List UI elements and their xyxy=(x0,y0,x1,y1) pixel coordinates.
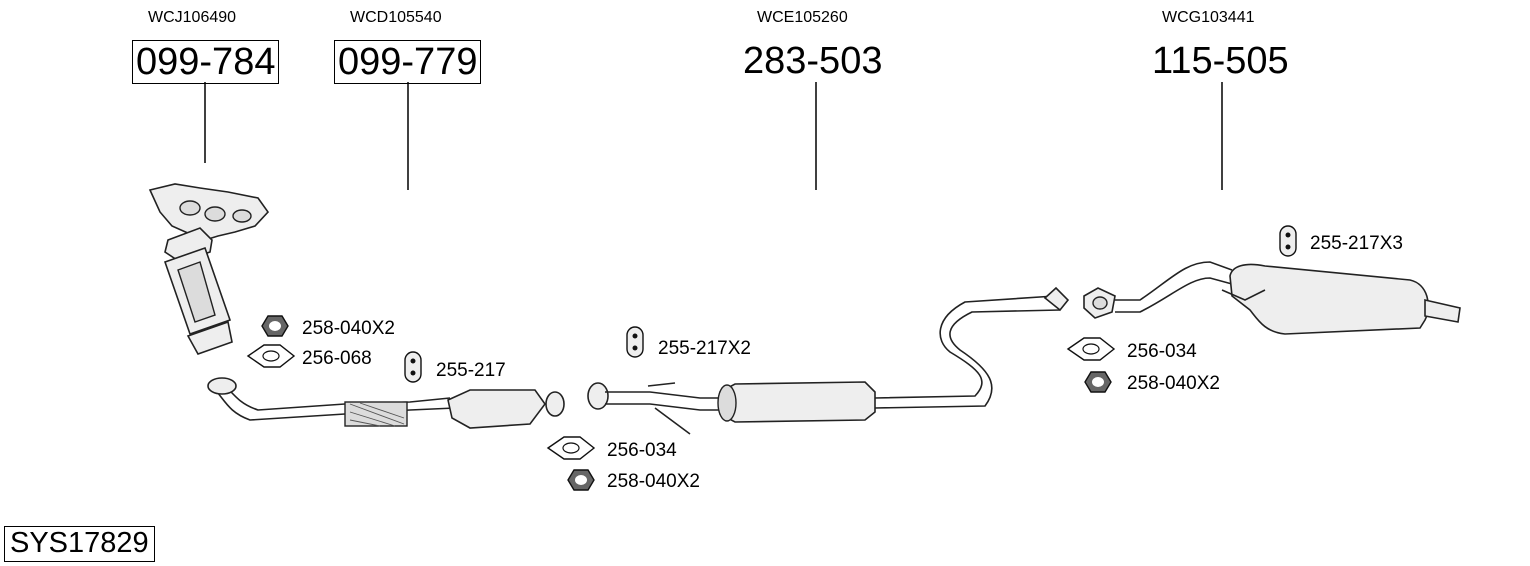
part-ref-code: WCD105540 xyxy=(350,9,442,26)
system-id-box: SYS17829 xyxy=(4,526,155,562)
part-number[interactable]: 115-505 xyxy=(1152,40,1289,82)
part-ref-code: WCG103441 xyxy=(1162,9,1255,26)
rubber-hanger-icon-mid xyxy=(626,326,644,358)
gasket-icon-rear xyxy=(1066,337,1116,361)
rear-silencer-drawing xyxy=(1083,261,1461,335)
hardware-label-nut-mid[interactable]: 258-040X2 xyxy=(607,471,700,492)
hardware-label-nut-front[interactable]: 258-040X2 xyxy=(302,318,395,339)
hardware-label-gasket-rear[interactable]: 256-034 xyxy=(1127,341,1197,362)
part-number-box[interactable]: 099-779 xyxy=(334,40,482,84)
hardware-label-hanger-front[interactable]: 255-217 xyxy=(436,360,506,381)
hardware-label-hanger-rear[interactable]: 255-217X3 xyxy=(1310,233,1403,254)
rubber-hanger-icon-rear xyxy=(1279,225,1297,257)
hex-nut-icon-mid xyxy=(567,469,595,491)
rubber-hanger-icon-front xyxy=(404,351,422,383)
part-ref-code: WCE105260 xyxy=(757,9,848,26)
hardware-label-hanger-mid[interactable]: 255-217X2 xyxy=(658,338,751,359)
front-pipe-drawing xyxy=(207,377,565,429)
gasket-icon-mid xyxy=(546,436,596,460)
hardware-label-nut-rear[interactable]: 258-040X2 xyxy=(1127,373,1220,394)
part-ref-code: WCJ106490 xyxy=(148,9,237,26)
hardware-label-gasket-front[interactable]: 256-068 xyxy=(302,348,372,369)
part-number[interactable]: 283-503 xyxy=(743,40,883,82)
hex-nut-icon-rear xyxy=(1084,371,1112,393)
part-number-box[interactable]: 099-784 xyxy=(132,40,280,84)
hex-nut-icon-front xyxy=(261,315,289,337)
hardware-label-gasket-mid[interactable]: 256-034 xyxy=(607,440,677,461)
gasket-icon-front xyxy=(246,344,296,368)
manifold-catalyst-drawing xyxy=(148,183,270,355)
middle-silencer-drawing xyxy=(587,286,1070,435)
